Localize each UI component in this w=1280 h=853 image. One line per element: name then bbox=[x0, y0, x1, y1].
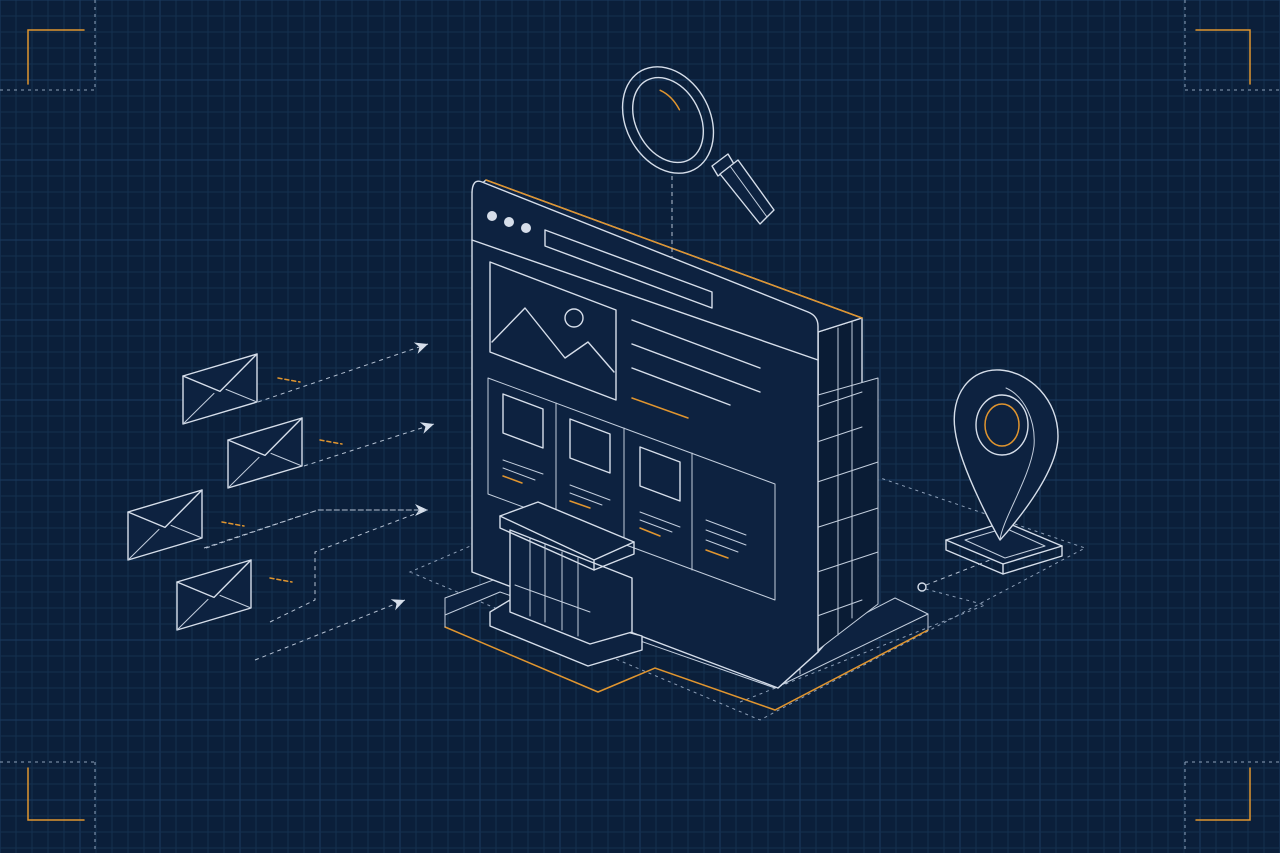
dashed-arrow bbox=[203, 504, 428, 549]
address-bar bbox=[544, 229, 713, 309]
envelope-group bbox=[127, 342, 435, 661]
envelope-icon bbox=[227, 417, 303, 489]
corner-mark-top-left bbox=[0, 0, 96, 91]
dashed-arrow bbox=[254, 577, 406, 661]
window-dot-1 bbox=[487, 211, 497, 221]
window-dot-3 bbox=[521, 223, 531, 233]
hero-text-lines bbox=[631, 319, 761, 419]
window-dot-2 bbox=[504, 217, 514, 227]
dashed-arrow bbox=[257, 342, 429, 403]
corner-mark-bottom-right bbox=[1184, 761, 1280, 853]
envelope-icon bbox=[182, 353, 258, 425]
corner-mark-bottom-left bbox=[0, 761, 96, 853]
hero-image-icon bbox=[489, 261, 617, 401]
dashed-arrow bbox=[303, 422, 435, 467]
envelope-icon bbox=[176, 559, 252, 631]
storefront-icon bbox=[489, 501, 643, 667]
content-card-grid bbox=[487, 377, 776, 601]
magnifying-glass-icon bbox=[621, 66, 775, 258]
corner-mark-top-right bbox=[1184, 0, 1280, 91]
envelope-icon bbox=[127, 489, 203, 561]
location-pin-icon bbox=[917, 369, 1063, 592]
